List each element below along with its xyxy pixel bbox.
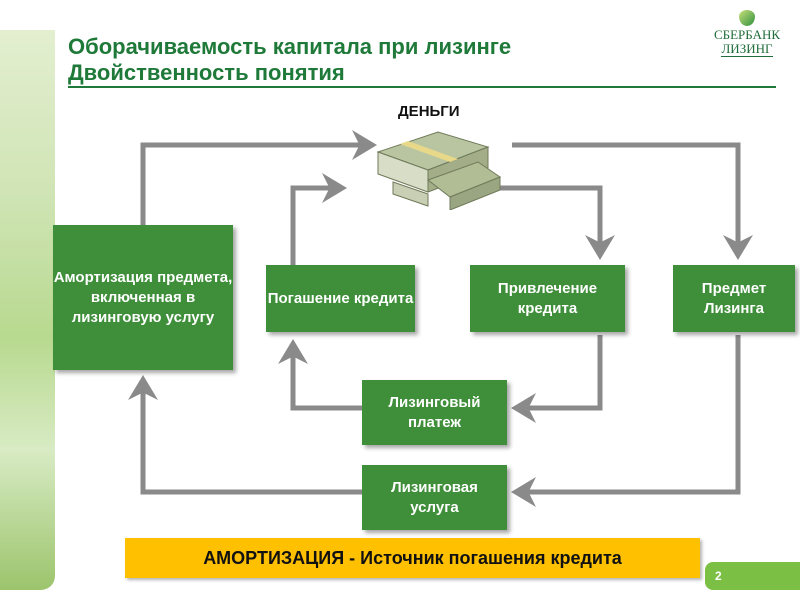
money-label: ДЕНЬГИ [398,103,460,120]
amortization-box: Амортизация предмета, включенная в лизин… [53,225,233,370]
logo-line-2: ЛИЗИНГ [721,41,773,57]
logo-leaf-icon [739,10,755,26]
credit-repayment-box: Погашение кредита [266,265,415,332]
title-line-2: Двойственность понятия [68,60,345,85]
title-underline [68,86,776,88]
arrow-object-to-service [511,335,741,507]
amortization-banner: АМОРТИЗАЦИЯ - Источник погашения кредита [125,538,700,578]
arrow-money-to-borrowing [498,185,615,260]
leasing-object-box: Предмет Лизинга [673,265,795,332]
arrow-money-to-object [512,142,753,260]
arrow-amortization-to-money [140,130,377,225]
title-line-1: Оборачиваемость капитала при лизинге [68,34,512,59]
leasing-payment-box: Лизинговый платеж [362,380,507,445]
sberbank-leasing-logo: СБЕРБАНК ЛИЗИНГ [702,10,792,57]
slide-title: Оборачиваемость капитала при лизинге Дво… [68,34,511,86]
arrow-payment-to-repayment [278,339,362,411]
leasing-service-box: Лизинговая услуга [362,465,507,530]
page-number: 2 [705,562,800,590]
arrow-service-to-amortization [128,375,362,495]
decorative-side-panel [0,30,55,590]
arrow-repayment-to-money [290,173,347,265]
logo-line-1: СБЕРБАНК [713,27,781,42]
credit-borrowing-box: Привлечение кредита [470,265,625,332]
arrow-borrowing-to-payment [511,335,603,423]
money-stack-icon [376,131,502,210]
